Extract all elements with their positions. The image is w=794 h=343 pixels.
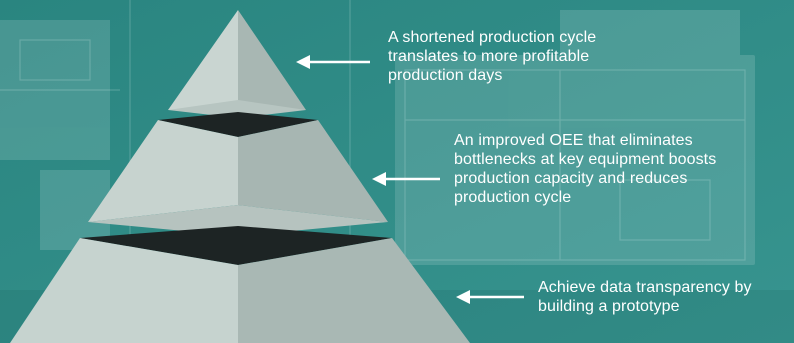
pyramid-top-tier	[168, 10, 306, 118]
caption-line: A shortened production cycle	[388, 29, 597, 46]
arrow-left-icon	[372, 172, 440, 186]
pyramid-bottom-tier	[10, 238, 470, 343]
caption-line: production days	[388, 67, 503, 84]
caption-line: bottlenecks at key equipment boosts	[454, 151, 717, 168]
arrow-left-icon	[456, 290, 524, 304]
caption-top-level: A shortened production cycle translates …	[388, 28, 688, 85]
pyramid-separator-lower	[80, 226, 392, 265]
caption-line: production cycle	[454, 189, 572, 206]
pyramid-middle-tier	[88, 120, 388, 236]
caption-line: Achieve data transparency by	[538, 279, 752, 296]
caption-line: An improved OEE that eliminates	[454, 132, 693, 149]
caption-line: translates to more profitable	[388, 48, 590, 65]
caption-bottom-level: Achieve data transparency by building a …	[538, 278, 794, 316]
pyramid-separator-upper	[158, 112, 318, 137]
caption-middle-level: An improved OEE that eliminates bottlene…	[454, 131, 794, 207]
arrow-left-icon	[296, 55, 370, 69]
caption-line: building a prototype	[538, 298, 680, 315]
caption-line: production capacity and reduces	[454, 170, 688, 187]
